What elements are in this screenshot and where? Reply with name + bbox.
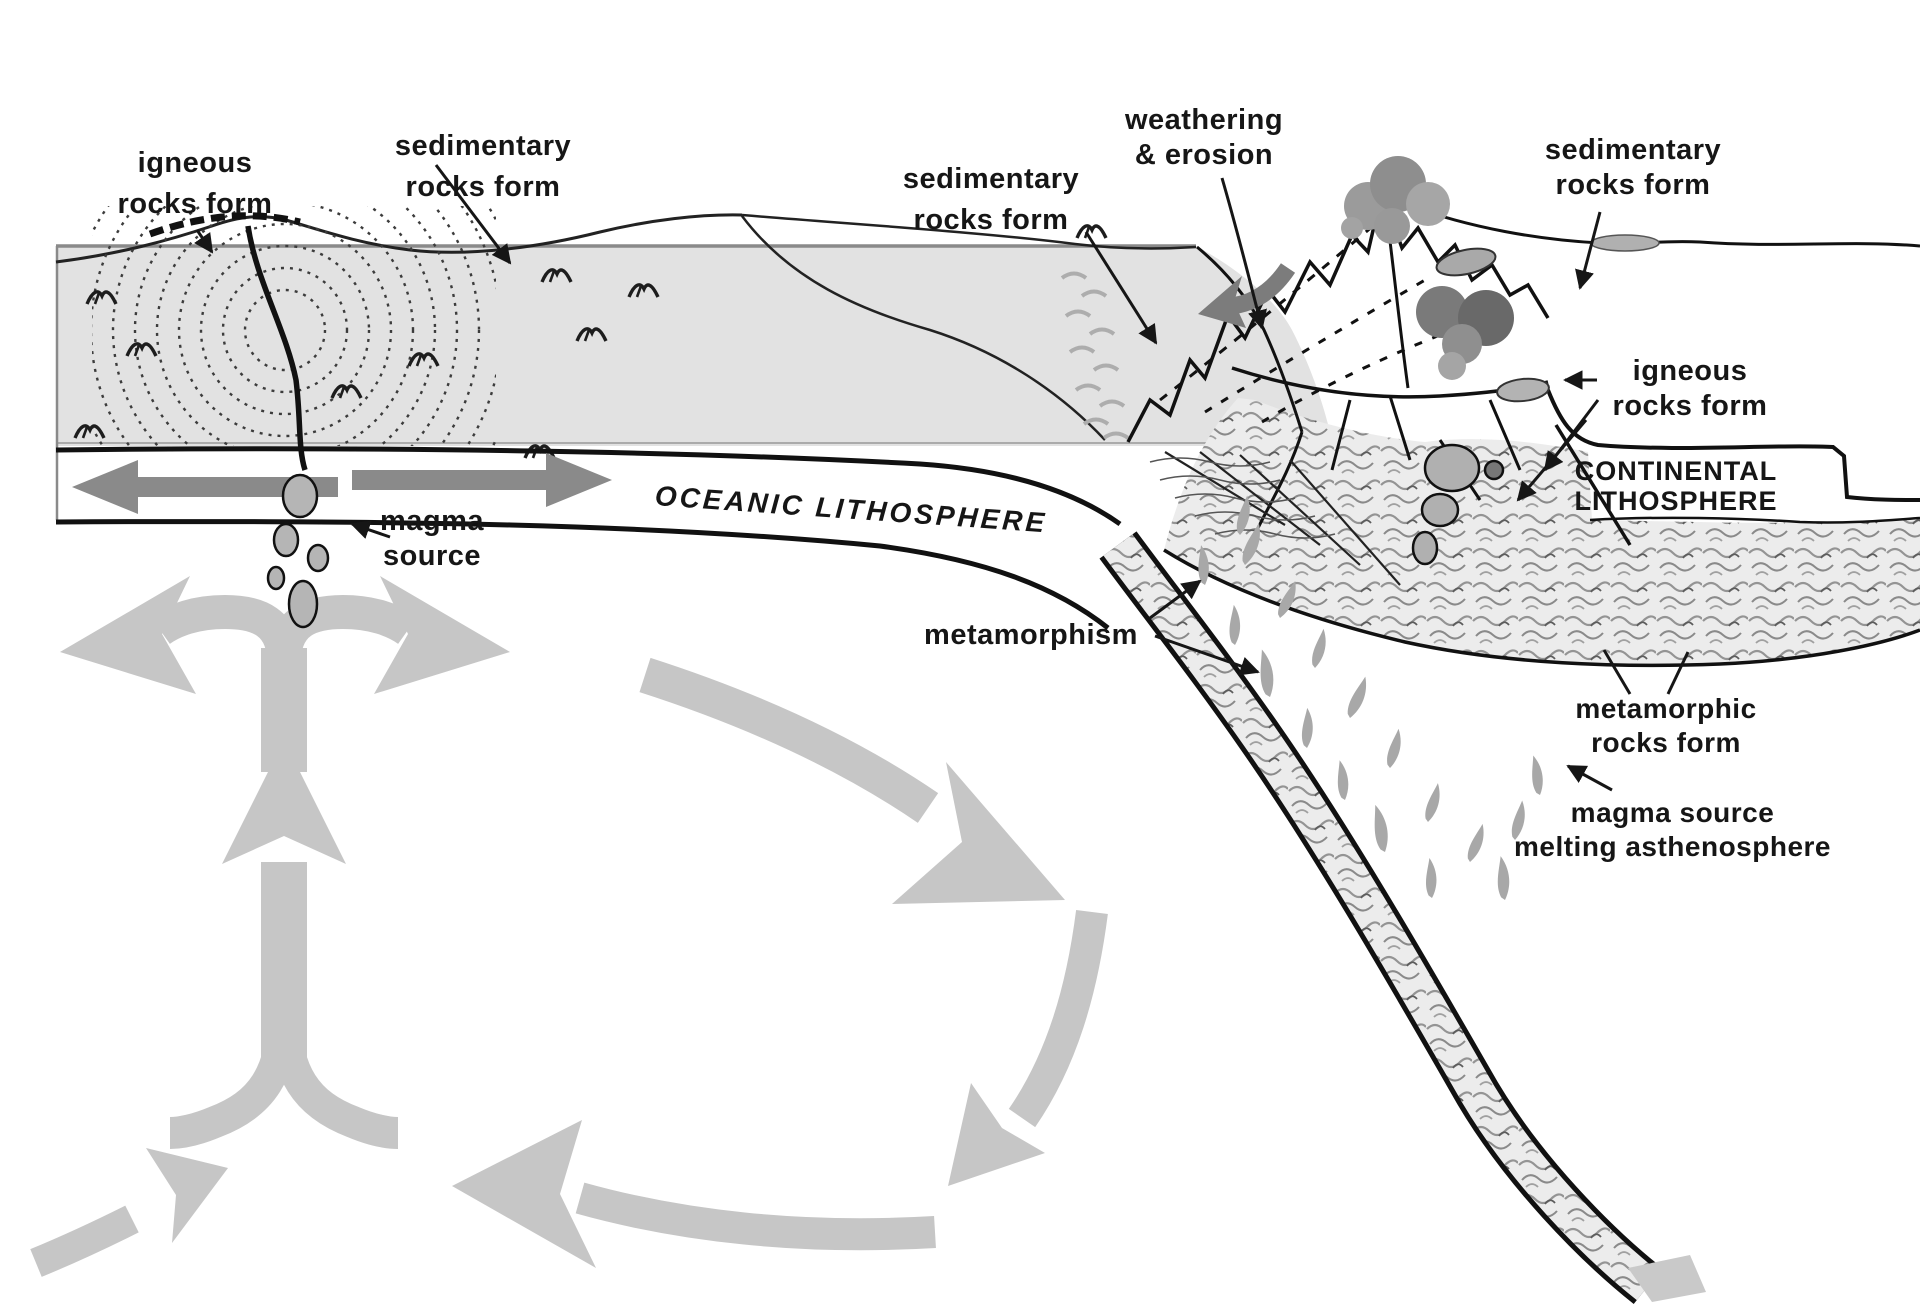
sediment-patch <box>1590 234 1660 252</box>
seafloor-spreading-arrows <box>72 453 612 514</box>
ridge-fan-texture <box>92 206 496 446</box>
plateau-horizon <box>1407 203 1920 252</box>
mid-ocean-ridge <box>92 206 496 471</box>
texture-top-line <box>1589 516 1920 524</box>
fault-line <box>1554 424 1632 546</box>
label-igneous-rocks-form-left: igneous rocks form <box>117 147 273 220</box>
label-magma-source-left: magma source <box>379 505 485 573</box>
igneous-intrusion-patch <box>1496 377 1550 403</box>
band-top-line <box>55 446 1122 527</box>
label-sedimentary-rocks-form-right: sedimentary rocks form <box>1544 134 1722 202</box>
label-metamorphism: metamorphism <box>924 619 1138 651</box>
slab-tip <box>1628 1255 1706 1302</box>
leader-magma-right <box>1566 764 1613 792</box>
oceanic-lithosphere-band <box>55 446 1122 630</box>
ridge-crest <box>148 212 301 238</box>
downwelling-arrow <box>639 657 1065 904</box>
upright-arrowhead-icon <box>146 1148 228 1243</box>
seafloor-relief <box>55 213 1197 441</box>
leader-igneous-right-c <box>1516 419 1588 502</box>
ridge-axis-crack <box>245 225 308 471</box>
label-igneous-rocks-form-right: igneous rocks form <box>1612 355 1768 423</box>
ocean-water <box>55 244 1330 520</box>
downleft-arrowhead-icon <box>948 1083 1045 1186</box>
lithosphere-base-line <box>1163 548 1920 668</box>
bottom-left-flow-arrow <box>30 1148 228 1277</box>
ash-cloud-icon <box>1416 286 1514 380</box>
band-bottom-line <box>55 519 1110 630</box>
right-flow-arrowhead-icon <box>374 576 510 694</box>
label-metamorphic-rocks-form: metamorphic rocks form <box>1575 693 1757 759</box>
eruption-cloud-icon <box>1341 156 1450 244</box>
label-sedimentary-rocks-form-mid: sedimentary rocks form <box>902 163 1080 236</box>
leader-metamorphic-a <box>1602 649 1632 695</box>
continental-texture <box>1164 398 1920 666</box>
up-arrowhead-icon <box>222 740 346 864</box>
ridge-magma-source <box>266 473 330 629</box>
leader-igneous-left <box>194 229 214 254</box>
leader-sedimentary-left <box>434 164 512 265</box>
leader-weathering <box>1220 177 1267 330</box>
leader-metamorphic-b <box>1666 651 1690 695</box>
label-continental-lithosphere: CONTINENTAL LITHOSPHERE <box>1574 456 1778 516</box>
leader-metamorphism-a <box>1149 579 1202 620</box>
shoreline-far <box>741 213 1197 250</box>
coast-bluff <box>1196 245 1304 433</box>
leader-sedimentary-mid <box>1084 231 1158 345</box>
leader-arrows <box>194 164 1690 792</box>
bottom-return-arrow <box>452 1120 936 1268</box>
continental-slope-line <box>741 215 1106 441</box>
left-arrowhead-icon <box>452 1120 596 1268</box>
subducting-slab <box>1099 531 1706 1305</box>
label-sedimentary-rocks-form-left: sedimentary rocks form <box>394 130 572 203</box>
erosion-arrow <box>1198 263 1296 328</box>
label-weathering-erosion: weathering & erosion <box>1124 104 1284 172</box>
descending-limb-arrow <box>948 909 1108 1186</box>
upwelling-diverge-arrow <box>60 576 510 772</box>
label-magma-source-right: magma source melting asthenosphere <box>1513 797 1831 863</box>
rising-mantle-arrow <box>169 740 399 1149</box>
trench-sediment-plume <box>1060 271 1130 440</box>
downright-arrowhead-icon <box>892 762 1065 904</box>
erosion-arrowhead-icon <box>1198 276 1246 328</box>
spreading-arrow-right <box>352 453 612 507</box>
leader-sedimentary-right <box>1575 211 1602 290</box>
accretionary-wedge <box>1149 451 1401 586</box>
lava-flow-patch <box>1435 247 1497 277</box>
leader-magma-left <box>350 520 391 539</box>
left-flow-arrowhead-icon <box>60 576 196 694</box>
trench-inner-wall <box>1256 431 1304 529</box>
continental-lithosphere-block <box>1163 389 1920 668</box>
convection-cell-arrows <box>30 576 1108 1277</box>
arc-magma-chamber <box>1411 443 1505 566</box>
leader-metamorphism-b <box>1154 634 1260 676</box>
